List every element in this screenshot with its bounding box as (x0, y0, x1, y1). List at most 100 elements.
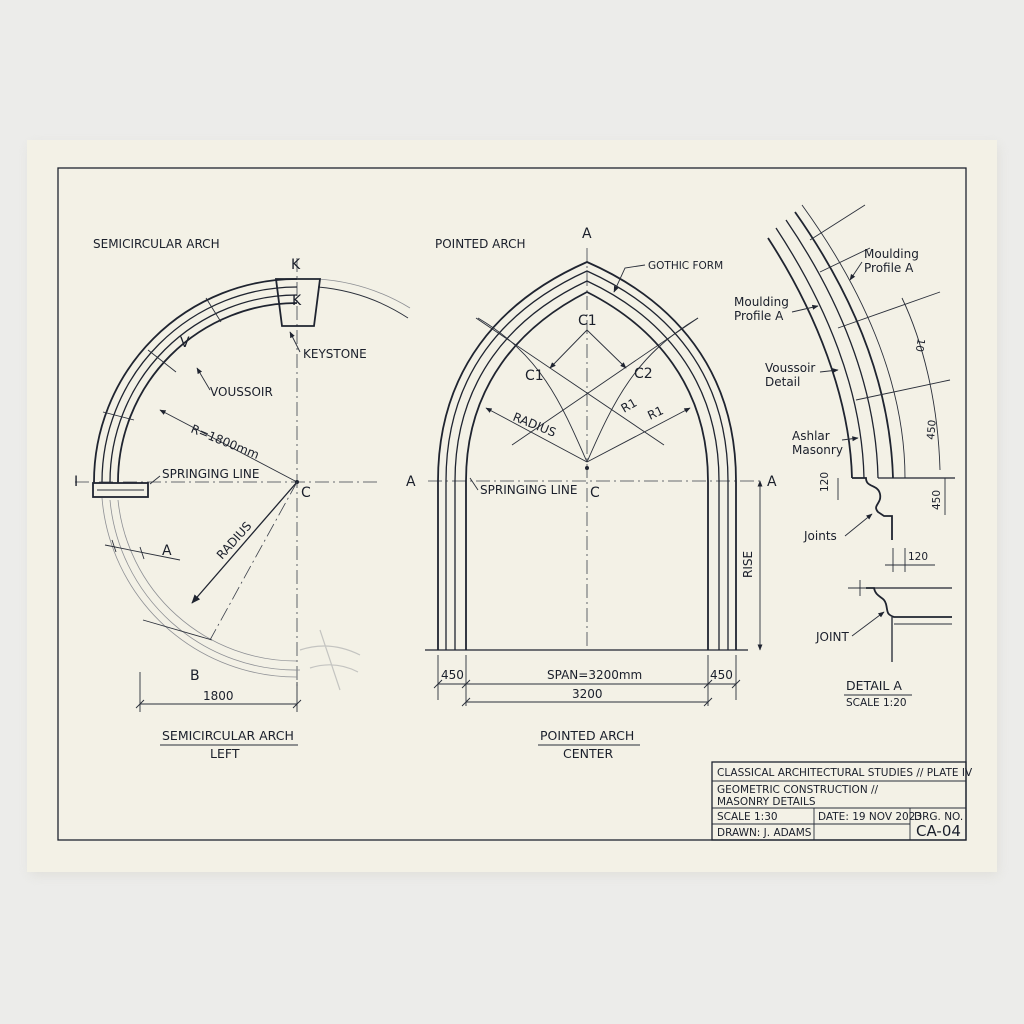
semicircular-arch-drawing: SEMICIRCULAR ARCH K K KEYSTONE V (74, 237, 411, 761)
eraser-smudge (299, 629, 361, 691)
rise-label: RISE (741, 551, 755, 578)
voussoir-radial-joint (837, 291, 941, 329)
arch-ring-right-outer (317, 278, 411, 309)
moulding-band-outer (794, 211, 894, 479)
construction-arc-c1 (477, 317, 588, 463)
title-line-2: MASONRY DETAILS (717, 796, 816, 808)
keystone-block (274, 278, 322, 327)
semicircular-caption-sub: LEFT (210, 746, 240, 761)
pointed-caption-sub: CENTER (563, 746, 614, 761)
joint-label: JOINT (815, 630, 850, 644)
voussoir-label: VOUSSOIR (210, 385, 273, 399)
dim-120-b: 120 (908, 551, 928, 563)
springing-line-label: SPRINGING LINE (162, 467, 259, 481)
title-series: CLASSICAL ARCHITECTURAL STUDIES // PLATE… (717, 767, 973, 779)
drg-label: DRG. NO. (914, 811, 963, 823)
label-b: B (190, 668, 200, 684)
joints-leader (844, 513, 873, 537)
dim-450-right: 450 (710, 668, 733, 682)
joints-label: Joints (803, 529, 837, 543)
moulding-b-label-2: Profile A (734, 309, 784, 323)
construction-line-apex-r (586, 329, 627, 369)
scale-field: SCALE 1:30 (717, 811, 778, 823)
ashlar-leader (841, 436, 859, 442)
pointed-arch-drawing: POINTED ARCH A C1 C1 C2 R1 R1 (406, 226, 777, 761)
dim-10: 10 (913, 337, 927, 352)
title-line-1: GEOMETRIC CONSTRUCTION // (717, 784, 879, 796)
title-block-frame (711, 761, 967, 841)
radius-label: RADIUS (214, 519, 255, 562)
arch-intrados (117, 302, 298, 483)
label-k-top: K (291, 257, 301, 273)
moulding-a-label-1: Moulding (864, 247, 919, 261)
radius-extension (209, 481, 298, 641)
pointed-arch-extrados (437, 261, 737, 650)
moulding-band-2 (775, 227, 865, 479)
dim-3200-ticks (461, 697, 713, 707)
construction-arc-c2 (586, 317, 699, 463)
radius-dim-line (159, 409, 298, 483)
pointed-arch-ring-2 (454, 280, 720, 650)
springing-line-label: SPRINGING LINE (480, 483, 577, 497)
keystone-label: KEYSTONE (303, 347, 367, 361)
voussoir-joint (102, 411, 135, 421)
construction-arc-lower (101, 497, 298, 678)
springing-leader (149, 475, 161, 485)
detail-caption-title: DETAIL A (846, 678, 902, 693)
drawn-field: DRAWN: J. ADAMS (717, 827, 812, 839)
arch-ring-inner (109, 294, 298, 483)
date-field: DATE: 19 NOV 2023 (818, 811, 922, 823)
voussoir-radial-joint (855, 379, 951, 401)
dim-450-b: 450 (931, 490, 943, 510)
voussoir-joint (147, 349, 177, 373)
dim-a-line (104, 544, 181, 561)
construction-line-cross-1 (475, 317, 665, 446)
title-block: CLASSICAL ARCHITECTURAL STUDIES // PLATE… (711, 761, 973, 841)
drg-number: CA-04 (916, 822, 961, 840)
label-a-left: A (406, 474, 416, 490)
dim-450-a: 450 (925, 419, 939, 440)
arch-ring-right (317, 286, 409, 319)
moulding-band-extra (801, 204, 906, 479)
voussoir-detail-label-2: Detail (765, 375, 800, 389)
dim-span: SPAN=3200mm (547, 668, 642, 682)
moulding-band-inner (767, 237, 853, 479)
pointed-heading: POINTED ARCH (435, 237, 526, 251)
dim-1800-ticks (135, 699, 302, 709)
construction-line-apex-l (549, 329, 588, 369)
dim-tick (111, 539, 145, 560)
construction-arc-lower-2 (117, 499, 298, 662)
detail-dim-arc (901, 297, 941, 471)
gothic-form-label: GOTHIC FORM (648, 260, 723, 272)
construction-arc-lower-3 (109, 499, 301, 671)
label-k: K (292, 293, 302, 309)
moulding-base-profile (852, 477, 893, 540)
moulding-a-label-2: Profile A (864, 261, 914, 275)
label-c1: C1 (525, 368, 544, 384)
moulding-detail-drawing: 10 450 120 450 120 Moulding Profile A Mo… (734, 204, 955, 709)
label-a: A (162, 543, 172, 559)
dim-b-line (142, 619, 213, 641)
moulding-band-1 (785, 219, 879, 479)
dim-120-a: 120 (819, 472, 831, 492)
radius-label: RADIUS (511, 410, 558, 440)
label-i: I (74, 474, 78, 490)
dim-3200: 3200 (572, 687, 603, 701)
voussoir-leader (196, 367, 211, 391)
label-v: V (180, 335, 190, 351)
voussoir-detail-leader (819, 368, 839, 374)
label-r1-a: R1 (619, 395, 640, 415)
ashlar-label-2: Masonry (792, 443, 843, 457)
moulding-b-label-1: Moulding (734, 295, 789, 309)
label-c: C (590, 485, 600, 501)
impost-block (92, 482, 149, 498)
label-c1-top: C1 (578, 313, 597, 329)
pointed-caption-title: POINTED ARCH (540, 728, 634, 743)
keystone-leader (289, 331, 301, 353)
label-a-right: A (767, 474, 777, 490)
voussoir-detail-label-1: Voussoir (765, 361, 815, 375)
label-c2: C2 (634, 366, 653, 382)
dim-1800-text: 1800 (203, 689, 234, 703)
